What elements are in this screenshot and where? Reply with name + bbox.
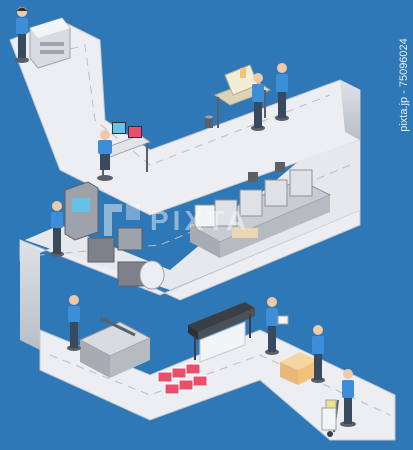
worker-carrier: [265, 297, 289, 355]
printed-stacks: [157, 363, 208, 395]
belt-fold-right: [340, 80, 360, 140]
hand-truck: [321, 399, 339, 437]
side-credit-text: pixta.jp - 75096024: [398, 38, 410, 132]
side-credit: pixta.jp - 75096024: [395, 25, 413, 145]
belt-guide-line: [39, 164, 351, 256]
worker-designer: [251, 73, 265, 131]
pixta-logo-icon: [104, 204, 140, 236]
paper-feeder: [194, 204, 258, 238]
computer-workstation: [97, 122, 152, 181]
wide-format-printer: [188, 302, 255, 363]
copier-station: [15, 7, 71, 69]
worker-supervisor: [275, 63, 289, 121]
packing-box: [280, 352, 318, 385]
worker-copier: [15, 7, 29, 63]
trash-bin: [205, 115, 213, 128]
plate-machine: [64, 181, 99, 241]
design-desk-station: [205, 63, 289, 131]
packing-station: [265, 297, 356, 437]
belt-guide-line: [49, 354, 391, 416]
monitor: [112, 122, 142, 138]
watermark-text: PIXTA: [150, 205, 251, 236]
press-units: [214, 162, 313, 227]
plate-making-station: [50, 181, 165, 290]
worker-operator: [97, 130, 113, 181]
belt-guide-line: [29, 44, 331, 166]
worker-packer: [311, 325, 325, 383]
offset-printing-press: [188, 162, 332, 258]
cutting-station: [67, 295, 152, 378]
photocopier: [29, 17, 71, 69]
worker-prepress: [50, 201, 64, 257]
processor-units: [87, 227, 165, 290]
belt-fold-left: [20, 240, 40, 350]
worker-delivery: [340, 369, 356, 427]
worker-cutter: [67, 295, 81, 351]
